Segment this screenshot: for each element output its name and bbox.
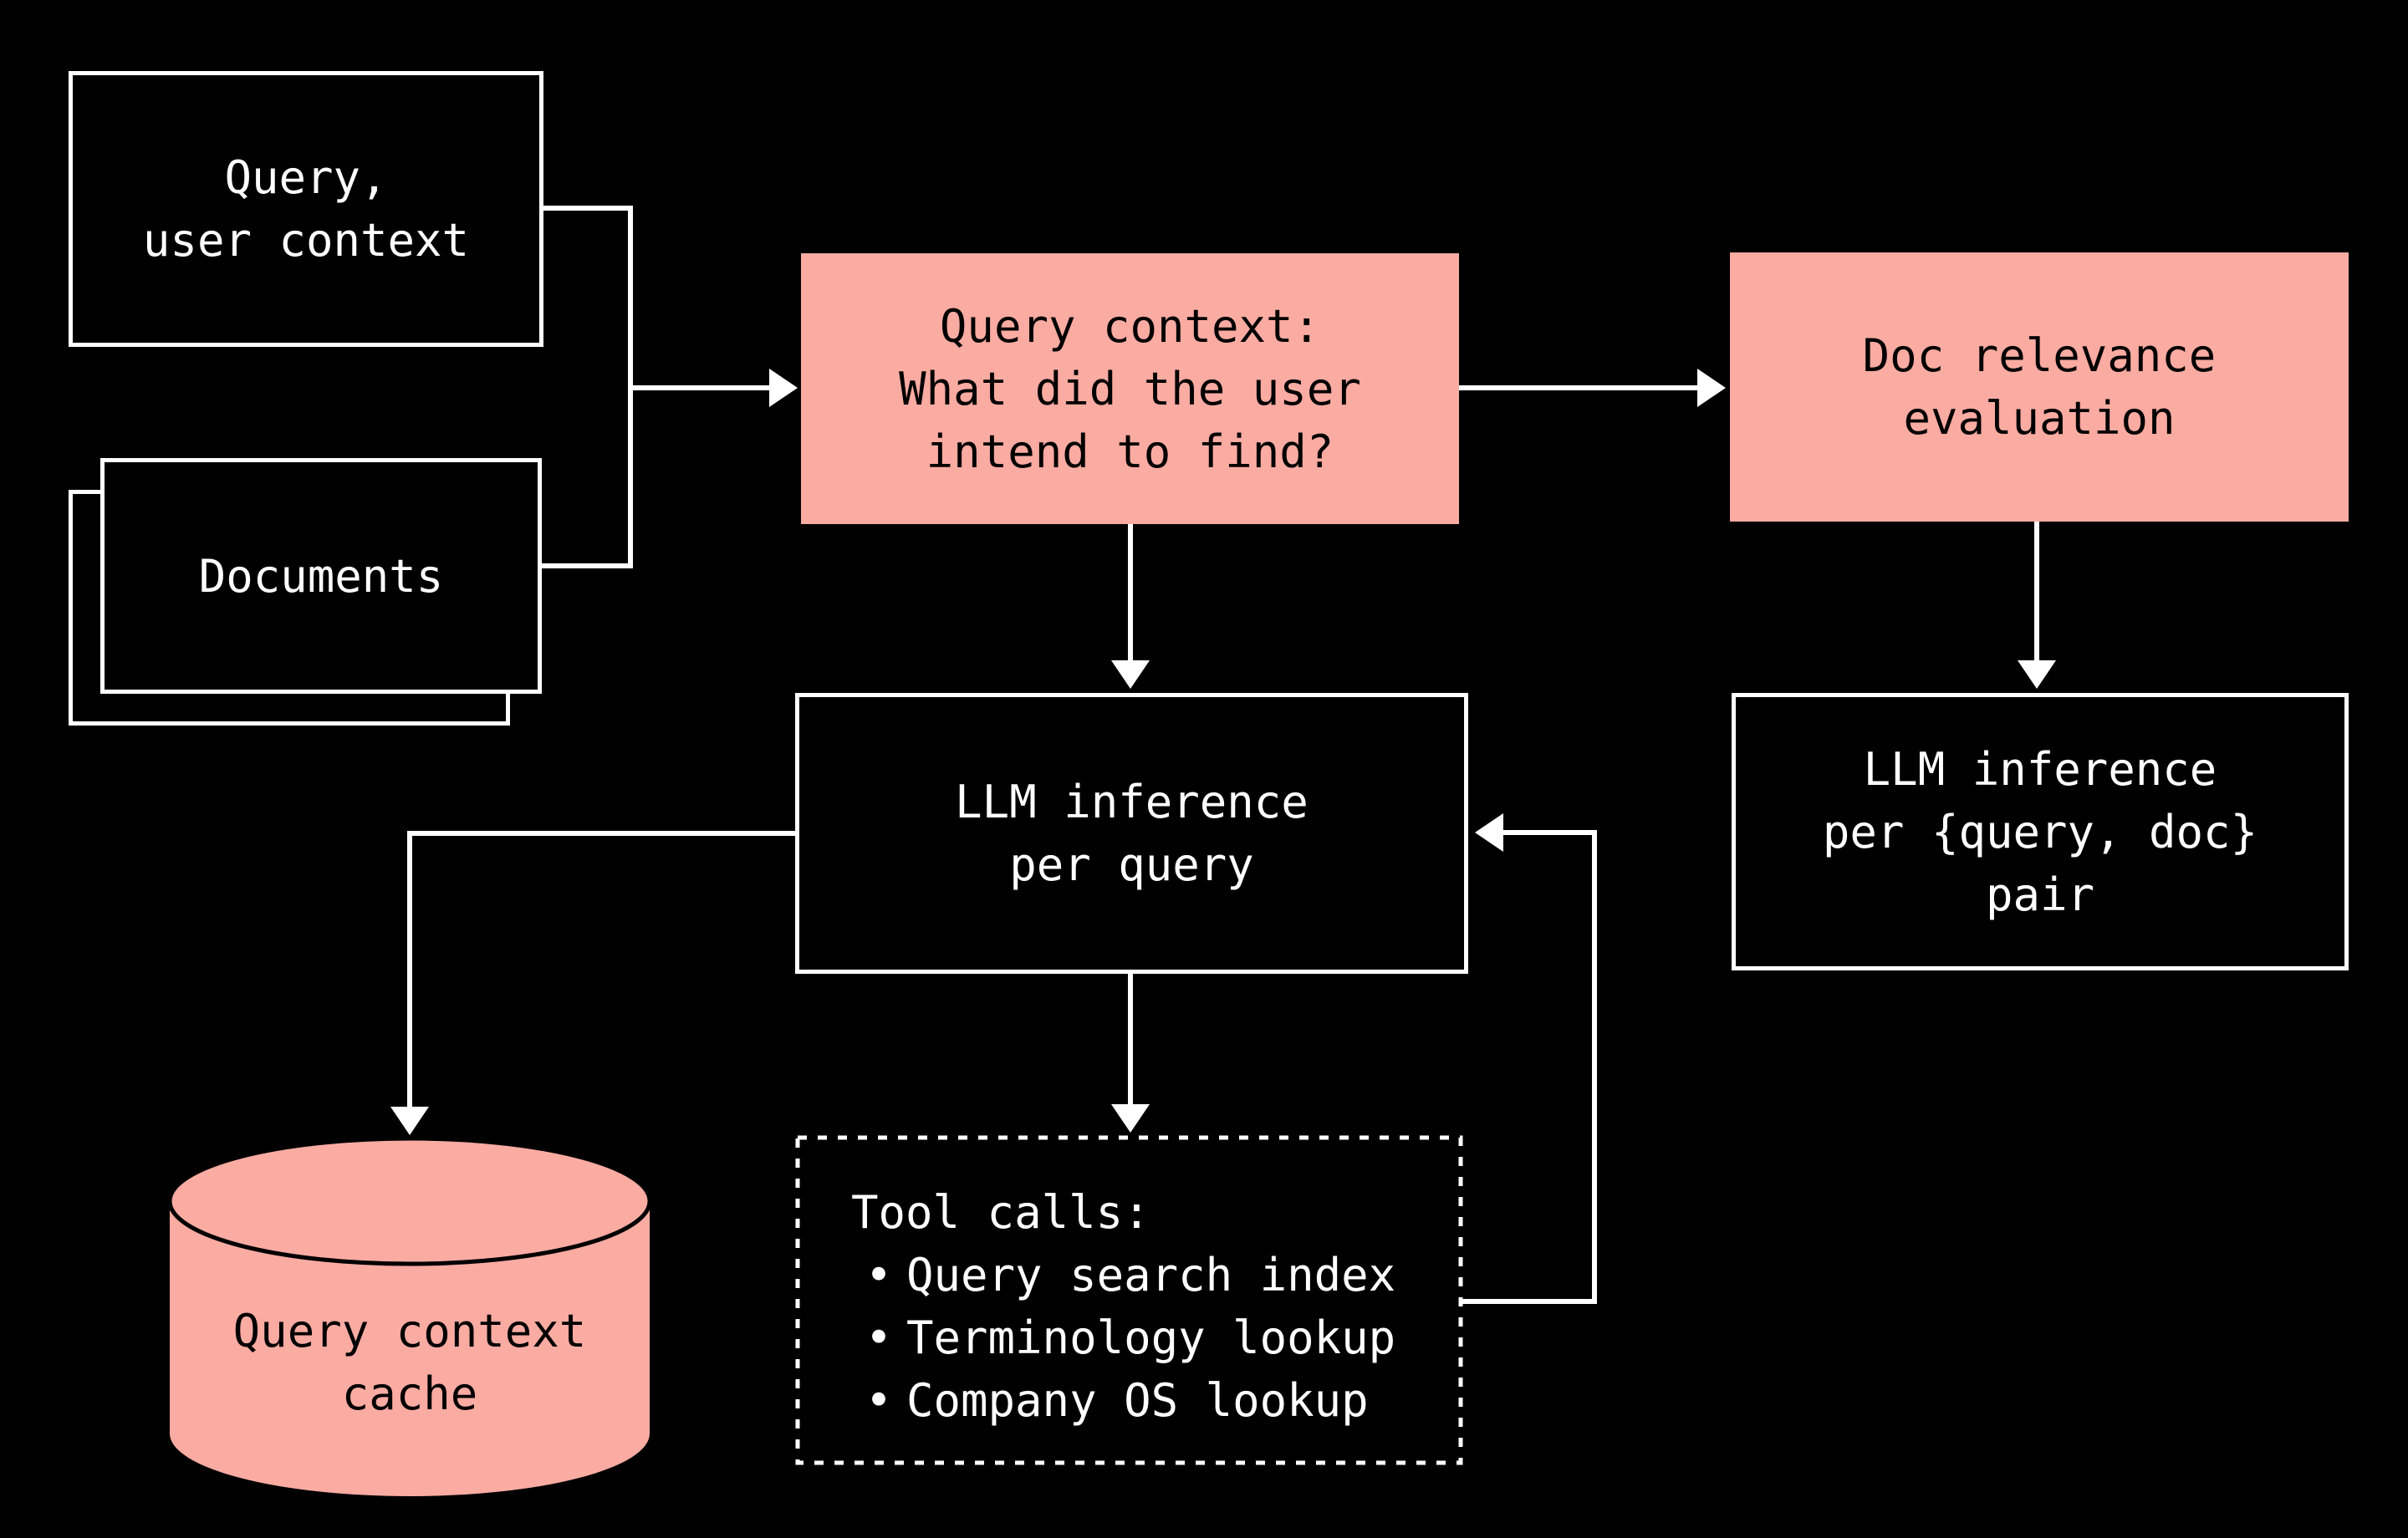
- query-user-context-line2: user context: [142, 214, 470, 267]
- bullet-icon: •: [865, 1311, 893, 1364]
- tool-calls-item-row: • Terminology lookup: [851, 1306, 1462, 1369]
- bullet-icon: •: [865, 1374, 893, 1427]
- query-context-cache-label: Query context cache: [170, 1275, 650, 1450]
- tool-calls-item-row: • Query search index: [851, 1244, 1462, 1306]
- arrow-sources-to-query-context-head: [769, 369, 798, 407]
- llm-per-query-line2: per query: [1009, 838, 1254, 891]
- bullet-icon: •: [865, 1249, 893, 1301]
- arrow-query-context-to-llm-head: [1111, 660, 1150, 689]
- arrow-llm-to-cache-line: [407, 831, 795, 1108]
- arrow-doc-relevance-to-llm-pair-head: [2018, 660, 2056, 689]
- arrow-tool-calls-to-llm-loop-line: [1462, 830, 1597, 1304]
- documents-node: Documents: [100, 458, 542, 694]
- query-user-context-node: Query, user context: [69, 71, 543, 347]
- doc-relevance-line2: evaluation: [1903, 392, 2176, 445]
- query-context-line1: Query context:: [939, 299, 1321, 353]
- llm-per-pair-line1: LLM inference: [1863, 742, 2217, 796]
- llm-per-query-line1: LLM inference: [955, 776, 1309, 828]
- query-user-context-line1: Query,: [224, 151, 388, 204]
- llm-per-pair-line3: pair: [1985, 868, 2095, 921]
- tool-calls-item2: Terminology lookup: [906, 1311, 1396, 1364]
- tool-calls-content: Tool calls: • Query search index • Termi…: [796, 1136, 1462, 1464]
- query-context-cache-line2: cache: [341, 1367, 478, 1420]
- tool-calls-item3: Company OS lookup: [906, 1374, 1369, 1427]
- query-context-line3: intend to find?: [926, 425, 1334, 478]
- tool-calls-title-row: Tool calls:: [851, 1181, 1462, 1244]
- query-context-node: Query context: What did the user intend …: [801, 253, 1459, 524]
- arrow-query-context-to-doc-relevance-head: [1697, 369, 1726, 407]
- arrow-llm-to-cache-head: [390, 1107, 429, 1135]
- llm-per-query-node: LLM inference per query: [795, 693, 1468, 974]
- doc-relevance-node: Doc relevance evaluation: [1730, 252, 2349, 522]
- llm-per-pair-node: LLM inference per {query, doc} pair: [1732, 693, 2349, 970]
- tool-calls-item-row: • Company OS lookup: [851, 1369, 1462, 1432]
- cache-cylinder-lid: [167, 1136, 652, 1266]
- query-context-line2: What did the user: [899, 362, 1361, 415]
- merge-bracket-line: [542, 206, 633, 568]
- tool-calls-item1: Query search index: [906, 1249, 1396, 1301]
- arrow-tool-calls-to-llm-loop-head: [1475, 813, 1503, 852]
- tool-calls-title: Tool calls:: [851, 1186, 1150, 1239]
- documents-label: Documents: [198, 549, 444, 603]
- tool-calls-box: [795, 1135, 1463, 1465]
- arrow-llm-to-tool-calls-head: [1111, 1104, 1150, 1133]
- query-context-cache-line1: Query context: [232, 1305, 587, 1357]
- doc-relevance-line1: Doc relevance: [1862, 329, 2217, 382]
- llm-per-pair-line2: per {query, doc}: [1822, 805, 2258, 858]
